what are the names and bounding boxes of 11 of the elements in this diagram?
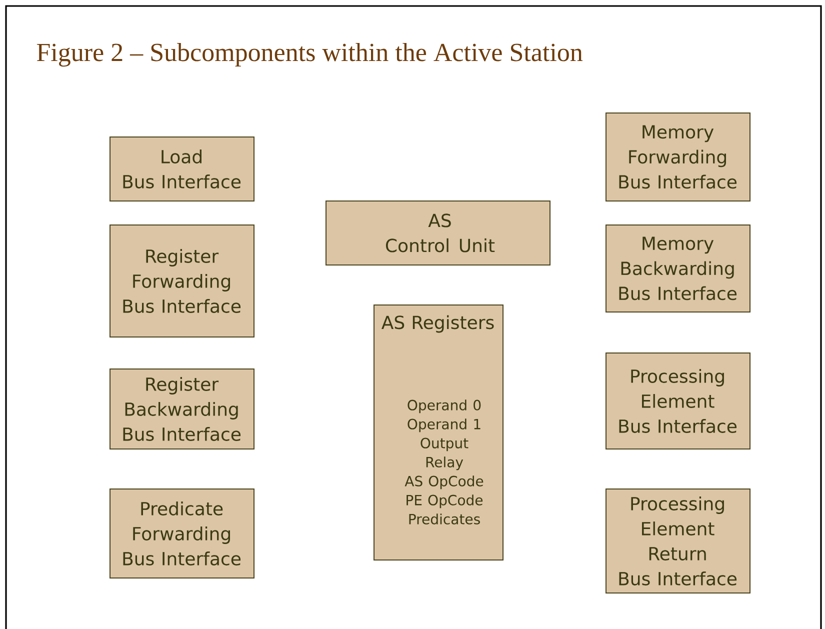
component-box: Memory Forwarding Bus Interface xyxy=(606,112,750,202)
component-box: AS Control Unit xyxy=(326,200,550,266)
component-box: Load Bus Interface xyxy=(110,136,254,202)
component-box: Processing Element Return Bus Interface xyxy=(606,488,750,594)
component-box: Processing Element Bus Interface xyxy=(606,352,750,450)
component-box: Register Backwarding Bus Interface xyxy=(110,368,254,450)
component-box: AS Registers Operand 0 Operand 1 Output Relay AS OpCode PE OpCode Predicates xyxy=(374,304,504,560)
figure-title: Figure 2 – Subcomponents within the Active Station xyxy=(36,42,583,67)
component-box: Memory Backwarding Bus Interface xyxy=(606,224,750,312)
component-box: Predicate Forwarding Bus Interface xyxy=(110,488,254,578)
component-box: Register Forwarding Bus Interface xyxy=(110,224,254,338)
